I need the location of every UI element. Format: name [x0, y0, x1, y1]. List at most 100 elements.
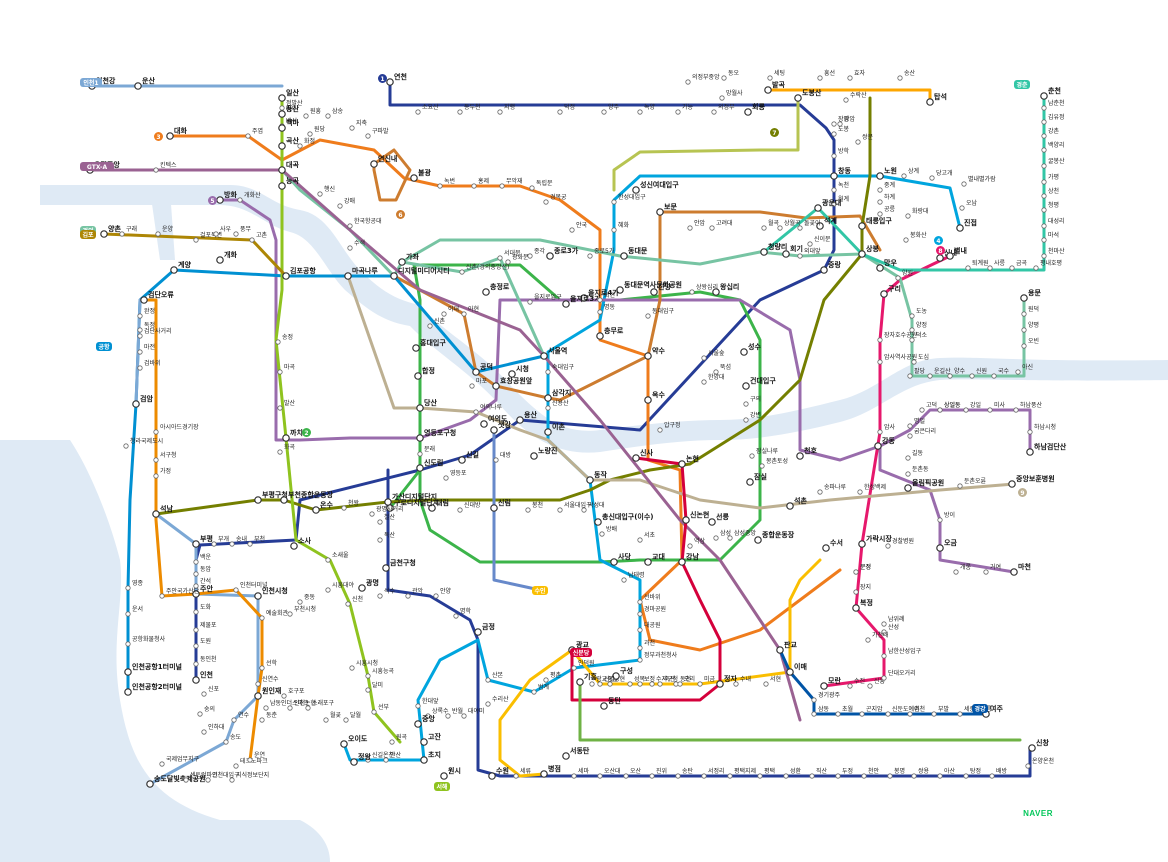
station-269[interactable]: 한성대입구	[611, 193, 646, 205]
station-150[interactable]: 신사	[632, 448, 654, 462]
station-108[interactable]: 구의	[743, 395, 761, 407]
station-marker[interactable]	[410, 174, 418, 182]
station-marker[interactable]	[855, 139, 861, 145]
station-marker[interactable]	[897, 75, 903, 81]
station-203[interactable]: 두정	[835, 768, 853, 779]
station-20[interactable]: 의정부중앙	[685, 73, 720, 85]
station-419[interactable]: 부천시청	[287, 605, 316, 617]
station-225[interactable]: 죽전	[657, 675, 675, 687]
station-155[interactable]: 충무로	[596, 326, 624, 340]
station-312[interactable]: 용산	[516, 410, 538, 424]
station-marker[interactable]	[623, 773, 629, 779]
station-marker[interactable]	[137, 349, 143, 355]
station-209[interactable]: 배방	[989, 767, 1008, 779]
station-277[interactable]: 안국	[569, 221, 588, 233]
station-134[interactable]: 신림	[490, 498, 511, 512]
station-387[interactable]: 선학	[259, 659, 278, 671]
station-222[interactable]: 구성	[612, 666, 633, 680]
station-marker[interactable]	[323, 717, 329, 723]
station-marker[interactable]	[216, 256, 224, 264]
station-marker[interactable]	[377, 537, 383, 543]
station-421[interactable]: 소새울	[325, 551, 349, 563]
station-marker[interactable]	[398, 258, 406, 266]
station-206[interactable]: 쌍용	[911, 767, 930, 779]
station-marker[interactable]	[279, 105, 285, 111]
station-189[interactable]: 수원	[488, 766, 509, 780]
station-298[interactable]: 백마	[278, 118, 300, 132]
station-0[interactable]: 연천	[386, 72, 407, 86]
station-136[interactable]: 서울대입구	[557, 501, 592, 513]
station-marker[interactable]	[763, 681, 769, 687]
station-135[interactable]: 봉천	[525, 501, 543, 513]
station-127[interactable]: 당산	[416, 398, 438, 412]
station-305[interactable]: 디지털미디어시티	[390, 266, 450, 280]
station-58[interactable]: 천마산	[1041, 247, 1065, 259]
station-marker[interactable]	[677, 681, 683, 687]
station-marker[interactable]	[153, 473, 159, 479]
station-139[interactable]: 방배	[599, 525, 617, 537]
station-marker[interactable]	[767, 75, 773, 81]
station-marker[interactable]	[611, 199, 617, 205]
station-399[interactable]: 검단오류	[140, 290, 175, 304]
station-4[interactable]: 덕정	[557, 104, 575, 115]
station-marker[interactable]	[546, 252, 554, 260]
station-278[interactable]: 독립문	[529, 179, 553, 191]
station-73[interactable]: 구리	[880, 284, 901, 298]
station-marker[interactable]	[193, 643, 199, 649]
station-314[interactable]: 여의도	[480, 414, 508, 428]
station-156[interactable]: 명동	[597, 303, 616, 315]
station-marker[interactable]	[125, 585, 131, 591]
station-308[interactable]: 서대문	[497, 249, 521, 261]
station-marker[interactable]	[254, 592, 262, 600]
station-marker[interactable]	[297, 143, 303, 149]
station-marker[interactable]	[259, 615, 265, 621]
station-marker[interactable]	[414, 720, 422, 728]
station-350[interactable]: 부평구청	[254, 490, 288, 504]
station-404[interactable]: 검바위	[137, 359, 161, 371]
station-marker[interactable]	[137, 365, 143, 371]
station-marker[interactable]	[525, 507, 531, 513]
station-marker[interactable]	[427, 323, 433, 329]
station-364[interactable]: 소사	[290, 536, 312, 550]
station-marker[interactable]	[1041, 133, 1047, 139]
station-128[interactable]: 영등포구청	[416, 428, 456, 442]
station-188[interactable]: 원시	[440, 766, 461, 780]
station-207[interactable]: 아산	[937, 767, 956, 779]
station-171[interactable]: 인덕원	[571, 659, 595, 671]
station-196[interactable]: 진위	[649, 767, 667, 779]
station-16[interactable]: 효자	[847, 69, 866, 81]
station-342[interactable]: 걸포북변	[193, 231, 222, 243]
station-147[interactable]: 삼성중앙	[727, 529, 757, 541]
station-marker[interactable]	[282, 434, 290, 442]
station-marker[interactable]	[137, 327, 143, 333]
station-45[interactable]: 금곡	[1009, 260, 1028, 271]
station-marker[interactable]	[754, 536, 762, 544]
station-marker[interactable]	[389, 739, 395, 745]
station-marker[interactable]	[749, 453, 755, 459]
station-marker[interactable]	[545, 405, 551, 411]
station-94[interactable]: 오금	[936, 539, 958, 552]
station-marker[interactable]	[278, 182, 286, 190]
station-marker[interactable]	[742, 382, 750, 390]
station-marker[interactable]	[297, 599, 303, 605]
station-marker[interactable]	[904, 484, 912, 492]
station-149[interactable]: 논현	[678, 454, 699, 468]
station-121[interactable]: 충정로	[482, 282, 510, 296]
station-marker[interactable]	[820, 682, 828, 690]
station-marker[interactable]	[100, 230, 108, 238]
station-marker[interactable]	[727, 535, 733, 541]
station-marker[interactable]	[858, 250, 866, 258]
station-marker[interactable]	[644, 396, 652, 404]
station-marker[interactable]	[137, 333, 143, 339]
station-238[interactable]: 가천대	[865, 631, 889, 643]
station-marker[interactable]	[386, 78, 394, 86]
station-marker[interactable]	[255, 681, 261, 687]
station-marker[interactable]	[881, 621, 887, 627]
station-386[interactable]: 예술회관	[259, 609, 289, 621]
station-marker[interactable]	[1041, 237, 1047, 243]
station-52[interactable]: 굴봉산	[1041, 157, 1065, 169]
station-marker[interactable]	[611, 227, 617, 233]
station-marker[interactable]	[377, 593, 383, 599]
station-177[interactable]: 대야미	[461, 707, 485, 719]
station-marker[interactable]	[134, 82, 142, 90]
